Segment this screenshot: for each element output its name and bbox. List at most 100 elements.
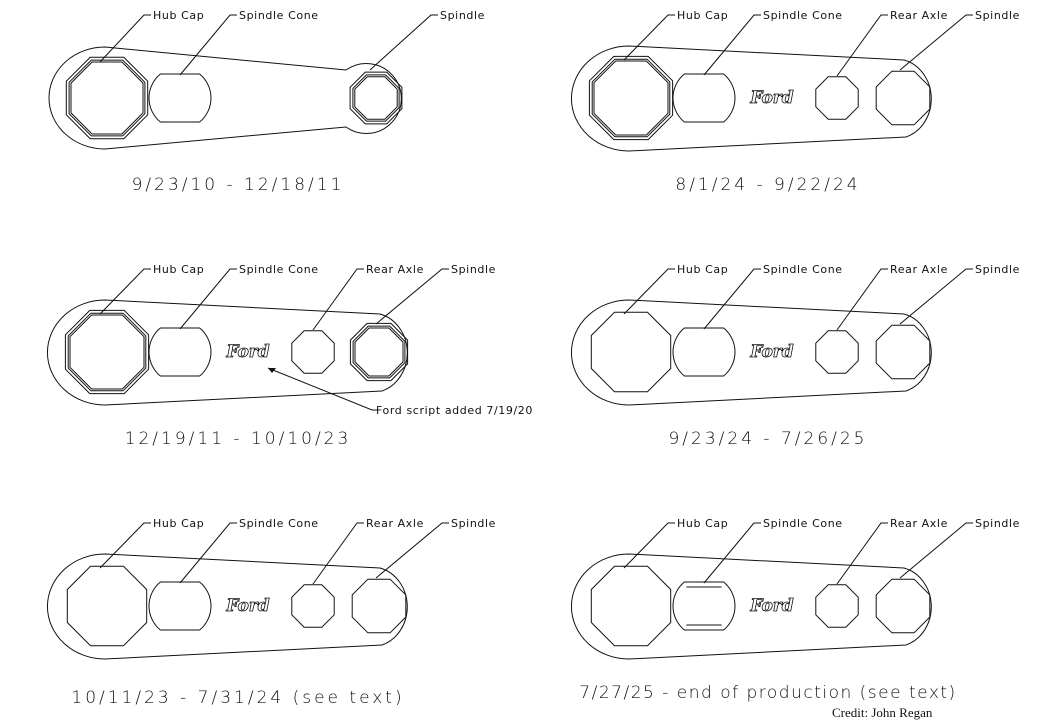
hub-cap-hole [65, 56, 149, 140]
rear-axle-leader [836, 522, 888, 585]
spindle-cone-label: Spindle Cone [239, 517, 319, 530]
rear-axle-leader [312, 522, 364, 585]
rear-axle-leader [836, 268, 888, 331]
hub-cap-hole-inner2 [593, 60, 669, 136]
spindle-cone-leader [179, 14, 237, 76]
wrench-outline [571, 299, 932, 406]
spindle-cone-leader [179, 268, 237, 330]
rear-axle-label: Rear Axle [890, 9, 948, 22]
hub-cap-label: Hub Cap [677, 263, 728, 276]
arrowhead-icon [268, 368, 276, 373]
hub-cap-hole-inner [591, 58, 671, 138]
wrench-outline [571, 45, 932, 152]
spindle-leader [375, 522, 449, 579]
spindle-hole [875, 70, 931, 126]
hub-cap-label: Hub Cap [153, 9, 204, 22]
spindle-cone-hole [672, 327, 736, 377]
hub-cap-leader [623, 268, 675, 315]
note-leader [267, 367, 378, 411]
rear-axle-hole [815, 76, 859, 120]
hub-cap-hole-inner [68, 59, 146, 137]
spindle-leader [899, 522, 973, 579]
wrench-outline [47, 553, 408, 660]
wrench-panel: Ford Hub Cap Spindle Cone Rear Axle Spindle 1… [47, 517, 496, 708]
date-range-caption: 7/27/25 - end of production (see text) [579, 683, 956, 703]
spindle-cone-label: Spindle Cone [763, 9, 843, 22]
spindle-hole-inner [352, 74, 400, 122]
spindle-leader [369, 14, 438, 71]
ford-script-logo: Ford [225, 596, 269, 616]
date-range-caption: 10/11/23 - 7/31/24 (see text) [71, 688, 404, 708]
rear-axle-label: Rear Axle [890, 517, 948, 530]
hub-cap-hole [64, 309, 150, 395]
hub-cap-leader [623, 14, 675, 61]
hub-cap-leader [99, 268, 151, 315]
spindle-hole-inner [352, 325, 406, 379]
rear-axle-hole [815, 584, 859, 628]
rear-axle-label: Rear Axle [366, 263, 424, 276]
hub-cap-hole [590, 311, 672, 393]
rear-axle-hole [291, 584, 335, 628]
spindle-cone-hole [672, 581, 736, 631]
spindle-label: Spindle [440, 9, 485, 22]
spindle-cone-hole [148, 73, 212, 123]
date-range-caption: 12/19/11 - 10/10/23 [125, 429, 352, 449]
date-range-caption: 9/23/24 - 7/26/25 [668, 429, 867, 449]
spindle-cone-leader [703, 14, 761, 76]
wrench-panel: Ford Hub Cap Spindle Cone Rear Axle Spindle 7… [571, 517, 1020, 703]
rear-axle-label: Rear Axle [366, 517, 424, 530]
hub-cap-label: Hub Cap [153, 517, 204, 530]
date-range-caption: 9/23/10 - 12/18/11 [132, 175, 345, 195]
spindle-hole [349, 71, 403, 125]
rear-axle-hole [815, 330, 859, 374]
spindle-cone-label: Spindle Cone [239, 9, 319, 22]
wrench-panel: Ford Hub Cap Spindle Cone Rear Axle Spindle 9… [571, 263, 1020, 449]
ford-script-logo: Ford [749, 342, 793, 362]
cone-flats [686, 586, 722, 626]
hub-cap-leader [99, 522, 151, 569]
spindle-cone-leader [703, 522, 761, 584]
hub-cap-hole-inner2 [70, 61, 144, 135]
hub-cap-hole-inner2 [69, 314, 145, 390]
spindle-hole [875, 578, 931, 634]
wrench-panel: Ford Hub Cap Spindle Cone Rear Axle SpindleF… [47, 263, 533, 449]
spindle-cone-label: Spindle Cone [763, 263, 843, 276]
wrench-panel: Ford Hub Cap Spindle Cone Rear Axle Spindle 8… [571, 9, 1020, 195]
date-range-caption: 8/1/24 - 9/22/24 [675, 175, 860, 195]
spindle-label: Spindle [975, 263, 1020, 276]
hub-cap-label: Hub Cap [153, 263, 204, 276]
hub-cap-label: Hub Cap [677, 9, 728, 22]
ford-script-note: Ford script added 7/19/20 [376, 404, 533, 417]
rear-axle-leader [836, 14, 888, 77]
spindle-hole-inner2 [354, 76, 398, 120]
spindle-cone-hole [148, 327, 212, 377]
rear-axle-label: Rear Axle [890, 263, 948, 276]
hub-cap-leader [623, 522, 675, 569]
hub-cap-leader [99, 14, 151, 63]
hub-cap-label: Hub Cap [677, 517, 728, 530]
rear-axle-hole [291, 330, 335, 374]
spindle-cone-label: Spindle Cone [763, 517, 843, 530]
spindle-hole [349, 322, 409, 382]
hub-cap-hole [590, 565, 672, 647]
spindle-label: Spindle [451, 517, 496, 530]
spindle-label: Spindle [975, 9, 1020, 22]
spindle-cone-leader [179, 522, 237, 584]
spindle-label: Spindle [451, 263, 496, 276]
spindle-cone-label: Spindle Cone [239, 263, 319, 276]
spindle-label: Spindle [975, 517, 1020, 530]
spindle-leader [899, 14, 973, 71]
ford-script-logo: Ford [749, 596, 793, 616]
credit: Credit: John Regan [832, 705, 933, 720]
ford-script-logo: Ford [225, 342, 269, 362]
ford-script-logo: Ford [749, 88, 793, 108]
spindle-leader [375, 268, 449, 325]
spindle-hole [351, 578, 407, 634]
spindle-leader [899, 268, 973, 325]
spindle-cone-leader [703, 268, 761, 330]
wrench-outline [48, 46, 402, 150]
hub-cap-hole [66, 565, 148, 647]
wrench-outline [571, 553, 932, 660]
hub-cap-hole [588, 55, 674, 141]
